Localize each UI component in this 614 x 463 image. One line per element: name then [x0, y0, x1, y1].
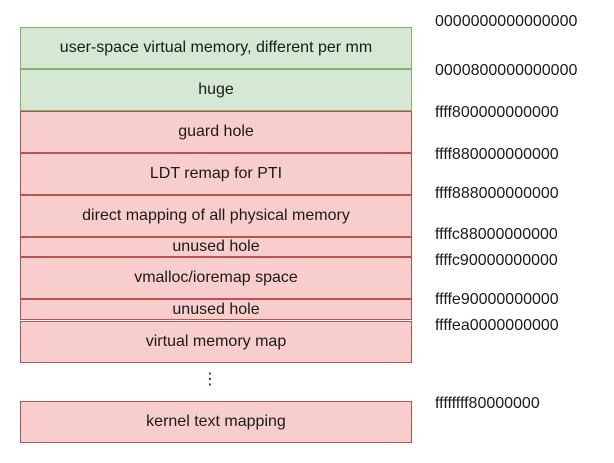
address-label: 0000000000000000	[435, 13, 578, 30]
address-label: ffffe90000000000	[435, 291, 559, 308]
address-label: ffff888000000000	[435, 185, 559, 202]
address-label: ffffffff80000000	[435, 395, 540, 412]
region-huge: huge	[20, 69, 412, 111]
address-label: 0000800000000000	[435, 62, 578, 79]
address-label: ffffc90000000000	[435, 252, 558, 269]
region-kernel-text: kernel text mapping	[20, 401, 412, 443]
region-ldt-remap: LDT remap for PTI	[20, 153, 412, 195]
address-label: ffff880000000000	[435, 146, 559, 163]
region-direct-mapping: direct mapping of all physical memory	[20, 195, 412, 237]
ellipsis-gap: ⋮	[202, 371, 218, 388]
address-label: ffffc88000000000	[435, 226, 558, 243]
address-label: ffff800000000000	[435, 104, 559, 121]
region-vmalloc-ioremap: vmalloc/ioremap space	[20, 257, 412, 299]
region-user-space: user-space virtual memory, different per…	[20, 27, 412, 69]
address-label: ffffea0000000000	[435, 317, 559, 334]
region-guard-hole: guard hole	[20, 111, 412, 153]
region-virtual-memory-map: virtual memory map	[20, 321, 412, 363]
region-unused-hole-1: unused hole	[20, 237, 412, 257]
region-unused-hole-2: unused hole	[20, 299, 412, 320]
